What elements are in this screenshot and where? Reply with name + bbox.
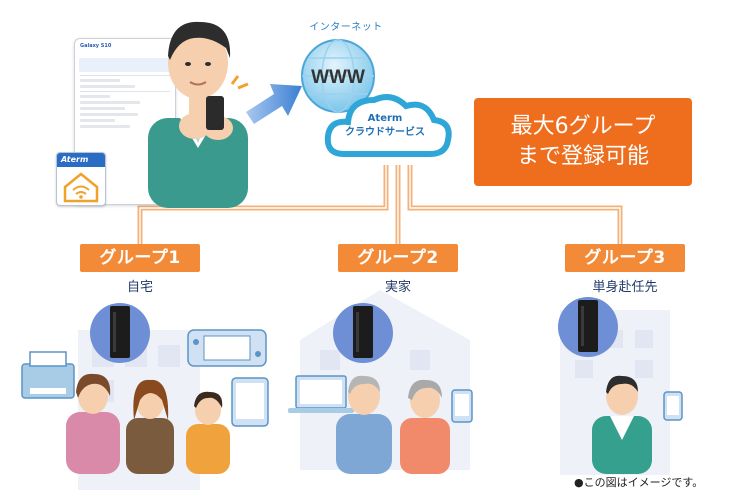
person-grandfather [336, 375, 392, 474]
group-2-location: 実家 [384, 280, 411, 295]
house-wifi-icon [63, 172, 99, 203]
group-1-location: 自宅 [126, 280, 153, 295]
router-icon-3 [558, 297, 618, 357]
router-icon-1 [90, 303, 150, 363]
cloud-service-label: Aterm クラウドサービス [345, 113, 425, 138]
printer-icon [21, 351, 75, 399]
phone-icon-2 [663, 391, 683, 421]
tablet-icon [231, 377, 269, 427]
max-groups-callout: 最大6グループ まで登録可能 [474, 98, 692, 186]
globe-www-icon: WWW [301, 39, 375, 113]
person-grandmother [400, 379, 450, 474]
app-name: Aterm [57, 153, 105, 167]
alert-marks [230, 75, 249, 90]
internet-label: インターネット [309, 22, 383, 33]
group-3-badge: グループ3 [565, 244, 685, 272]
phone-icon [451, 389, 473, 423]
game-console-icon [187, 329, 267, 367]
person-mother [66, 373, 120, 474]
arrow-right-icon [246, 84, 302, 124]
person-son [186, 391, 230, 474]
group-2-badge: グループ2 [338, 244, 458, 272]
router-icon-2 [333, 303, 393, 363]
group-3-location: 単身赴任先 [592, 280, 658, 295]
home-wifi-app-icon: Aterm [56, 152, 106, 206]
group-1-badge: グループ1 [80, 244, 200, 272]
man-with-smartphone [148, 21, 248, 208]
cloud-icon [324, 94, 452, 157]
laptop-icon [288, 375, 354, 413]
footnote: ●この図はイメージです。 [574, 476, 704, 489]
person-worker [592, 375, 652, 474]
phone-screen-title: Galaxy S10 [80, 43, 112, 49]
person-daughter [126, 379, 174, 474]
smartphone-icon [206, 96, 224, 130]
phone-screen-alert [79, 58, 171, 72]
www-text: WWW [311, 67, 365, 88]
